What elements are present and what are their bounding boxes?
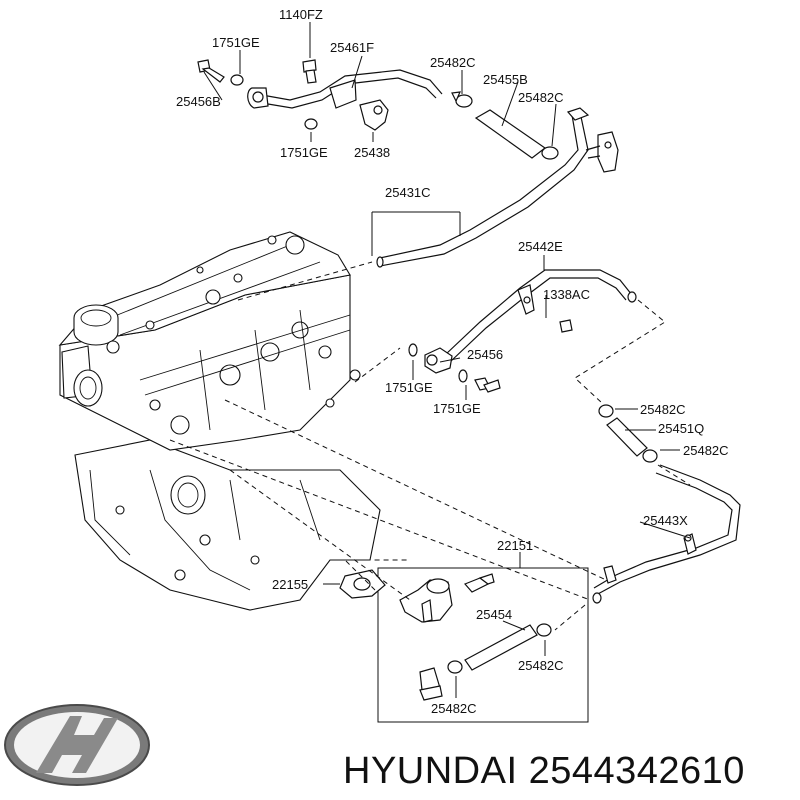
label-25482C-d: 25482C — [683, 443, 729, 458]
label-25482C-a: 25482C — [430, 55, 476, 70]
label-25443X: 25443X — [643, 513, 688, 528]
label-25454: 25454 — [476, 607, 512, 622]
label-22155: 22155 — [272, 577, 308, 592]
brand-caption: HYUNDAI 2544342610 — [343, 750, 745, 792]
reference-lines — [169, 261, 691, 631]
engine-block — [58, 231, 381, 611]
label-25431C: 25431C — [385, 185, 431, 200]
label-25438: 25438 — [354, 145, 390, 160]
bottom-assembly — [339, 567, 589, 723]
label-25482C-b: 25482C — [518, 90, 564, 105]
label-25455B: 25455B — [483, 72, 528, 87]
label-1338AC: 1338AC — [543, 287, 590, 302]
label-25451Q: 25451Q — [658, 421, 704, 436]
label-1751GE-b: 1751GE — [280, 145, 328, 160]
label-25461F: 25461F — [330, 40, 374, 55]
label-1140FZ: 1140FZ — [279, 7, 323, 22]
label-25482C-e: 25482C — [518, 658, 564, 673]
label-1751GE-c: 1751GE — [385, 380, 433, 395]
leader-lines — [203, 22, 691, 698]
label-25442E: 25442E — [518, 239, 563, 254]
label-1751GE-a: 1751GE — [212, 35, 260, 50]
label-25456: 25456 — [467, 347, 503, 362]
hyundai-logo-icon — [4, 704, 150, 786]
part-labels: 1140FZ 1751GE 25461F 25456B 25482C 25455… — [176, 7, 729, 716]
right-pipe-assembly — [408, 269, 741, 604]
label-22151: 22151 — [497, 538, 533, 553]
label-25456B: 25456B — [176, 94, 221, 109]
label-25482C-c: 25482C — [640, 402, 686, 417]
label-25482C-f: 25482C — [431, 701, 477, 716]
top-pipe-assembly — [197, 59, 619, 268]
label-1751GE-d: 1751GE — [433, 401, 481, 416]
